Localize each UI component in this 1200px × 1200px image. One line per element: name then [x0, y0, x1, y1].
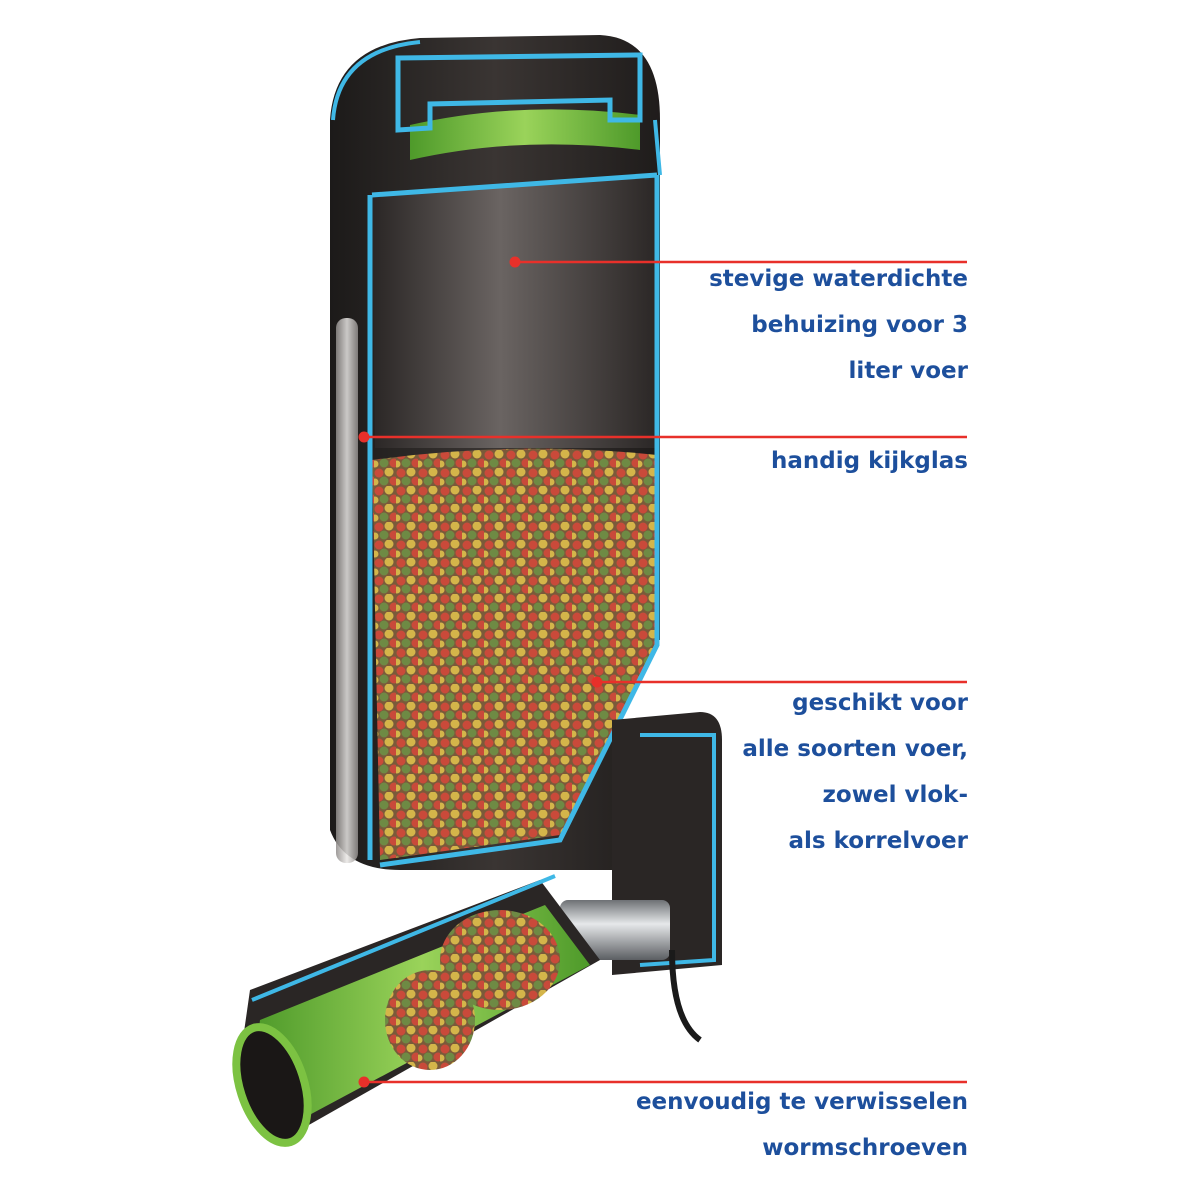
lid-seal: [410, 109, 640, 160]
callout-food-types: geschikt voor alle soorten voer, zowel v…: [742, 680, 968, 864]
callout-sight-glass: handig kijkglas: [771, 438, 968, 484]
callout-food-types-line-1: geschikt voor: [792, 690, 968, 716]
callout-worm-screw-line-2: wormschroeven: [762, 1135, 968, 1161]
power-cable: [669, 949, 702, 1043]
callout-worm-screw-line-1: eenvoudig te verwisselen: [635, 1089, 968, 1115]
callout-sight-glass-line-1: handig kijkglas: [770, 448, 968, 474]
callout-food-types-line-3: zowel vlok-: [822, 782, 968, 808]
callout-housing-line-3: liter voer: [848, 358, 968, 384]
tube-opening: [232, 1023, 312, 1147]
callout-housing: stevige waterdichte behuizing voor 3 lit…: [709, 256, 968, 394]
callout-food-types-line-2: alle soorten voer,: [742, 736, 968, 762]
food-pellets: [372, 448, 657, 860]
callout-housing-line-2: behuizing voor 3: [751, 312, 968, 338]
callout-housing-line-1: stevige waterdichte: [709, 266, 968, 292]
cut-edge: [367, 172, 660, 868]
reservoir-inner: [372, 175, 657, 448]
callout-food-types-line-4: als korrelvoer: [788, 828, 969, 854]
callout-worm-screw: eenvoudig te verwisselen wormschroeven: [636, 1079, 968, 1171]
sight-glass: [336, 318, 358, 863]
screw-pellets: [385, 910, 560, 1070]
callout-lines: [358, 256, 967, 1088]
